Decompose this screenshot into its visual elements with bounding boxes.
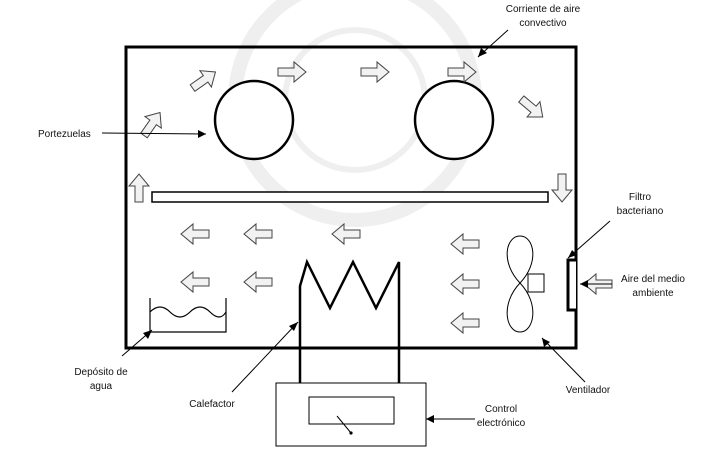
air-flow-arrows bbox=[127, 60, 613, 335]
air-flow-arrow bbox=[139, 111, 162, 139]
air-flow-arrow bbox=[243, 222, 273, 246]
control-needle bbox=[336, 415, 352, 434]
fan bbox=[506, 235, 545, 333]
air-flow-arrow bbox=[243, 270, 273, 294]
porthole-left bbox=[213, 79, 295, 161]
heater bbox=[298, 258, 401, 383]
air-flow-arrow bbox=[447, 60, 477, 84]
label-control-2: electrónico bbox=[477, 418, 526, 429]
air-flow-arrow bbox=[331, 222, 361, 246]
label-calefactor: Calefactor bbox=[189, 399, 235, 410]
label-aire-1: Aire del medio bbox=[621, 274, 685, 285]
air-flow-arrow bbox=[180, 270, 210, 294]
air-flow-arrow bbox=[550, 173, 574, 203]
control-display bbox=[308, 396, 395, 425]
label-ventilador: Ventilador bbox=[566, 385, 611, 396]
label-portezuelas: Portezuelas bbox=[38, 129, 91, 140]
label-deposito-1: Depósito de bbox=[74, 367, 128, 378]
label-aire-2: ambiente bbox=[632, 288, 674, 299]
pointer-heads bbox=[143, 48, 588, 423]
label-control-1: Control bbox=[485, 404, 517, 415]
label-corriente-1: Corriente de aire bbox=[506, 4, 581, 15]
filter-slot bbox=[566, 258, 576, 312]
label-filtro-1: Filtro bbox=[629, 192, 652, 203]
air-flow-arrow bbox=[450, 272, 480, 296]
label-deposito-2: agua bbox=[90, 381, 113, 392]
air-flow-arrow bbox=[360, 60, 390, 84]
air-flow-arrow bbox=[277, 60, 307, 84]
water-tank bbox=[149, 298, 227, 333]
label-filtro-2: bacteriano bbox=[617, 206, 664, 217]
air-flow-arrow bbox=[517, 95, 544, 118]
control-needle-pivot bbox=[349, 431, 353, 435]
air-flow-arrow bbox=[450, 232, 480, 256]
internal-shelf bbox=[151, 191, 549, 203]
chamber-outline bbox=[124, 45, 578, 350]
porthole-right bbox=[413, 79, 495, 161]
air-flow-arrow bbox=[189, 70, 217, 93]
air-flow-arrow bbox=[450, 311, 480, 335]
air-flow-arrow bbox=[180, 222, 210, 246]
label-corriente-2: convectivo bbox=[519, 18, 567, 29]
air-flow-arrow bbox=[127, 173, 151, 203]
